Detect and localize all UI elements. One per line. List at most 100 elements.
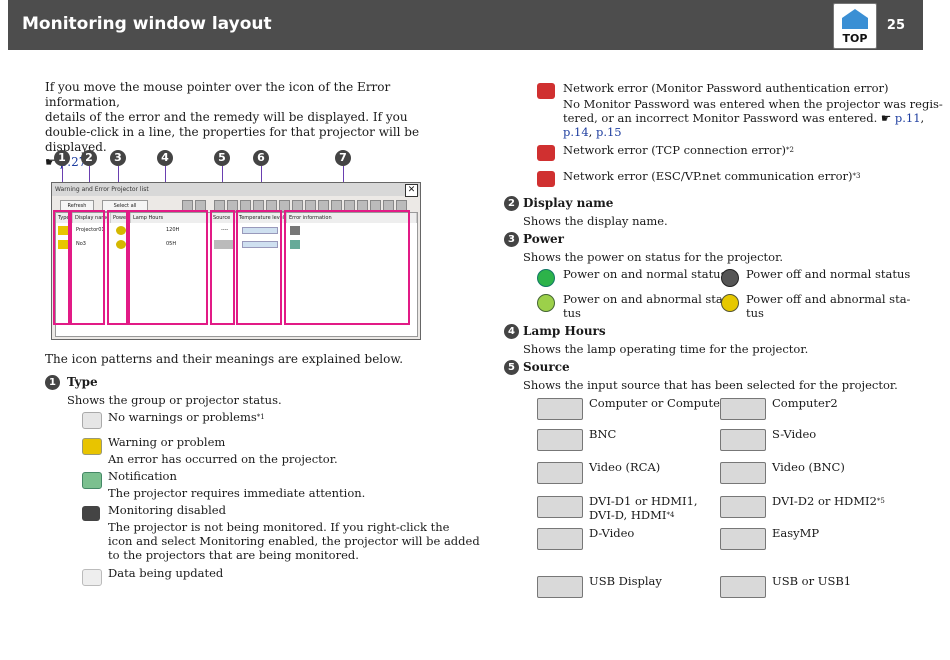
type-item: No warnings or problems*1 bbox=[108, 410, 265, 424]
net-error-desc: No Monitor Password was entered when the… bbox=[563, 97, 943, 111]
section-title: Display name bbox=[523, 196, 614, 210]
error-icon bbox=[290, 240, 300, 249]
password-error-icon bbox=[537, 83, 555, 99]
window-title: Warning and Error Projector list bbox=[52, 183, 420, 196]
section-desc: Shows the power on status for the projec… bbox=[523, 250, 783, 264]
home-icon bbox=[842, 9, 868, 29]
computer2-icon bbox=[720, 398, 766, 420]
type-item: Notification bbox=[108, 469, 177, 483]
usb-display-icon bbox=[537, 576, 583, 598]
video-bnc-icon bbox=[720, 462, 766, 484]
source-item: Video (BNC) bbox=[772, 460, 845, 474]
warning-icon bbox=[58, 240, 68, 249]
net-error-label: Network error (Monitor Password authenti… bbox=[563, 81, 889, 95]
section-title: Source bbox=[523, 360, 570, 374]
callout-7: 7 bbox=[335, 150, 351, 166]
source-item: D-Video bbox=[589, 526, 635, 540]
type-item: Warning or problem bbox=[108, 435, 226, 449]
page-number: 25 bbox=[886, 18, 905, 33]
column-header: Temperature level bbox=[237, 213, 287, 223]
column-header: Display name bbox=[73, 213, 111, 223]
source-item: USB Display bbox=[589, 574, 662, 588]
callout-2: 2 bbox=[81, 150, 97, 166]
power-off-normal-icon bbox=[721, 269, 739, 287]
section-number: 2 bbox=[504, 196, 519, 211]
source-item: USB or USB1 bbox=[772, 574, 852, 588]
source-item: DVI-D2 or HDMI2*5 bbox=[772, 494, 885, 508]
easymp-icon bbox=[720, 528, 766, 550]
type-item-desc: to the projectors that are being monitor… bbox=[108, 548, 359, 562]
source-item: Video (RCA) bbox=[589, 460, 661, 474]
section-title: Lamp Hours bbox=[523, 324, 606, 338]
page-link[interactable]: p.14 bbox=[563, 125, 589, 139]
source-item: DVI-D1 or HDMI1, bbox=[589, 494, 698, 508]
section-number: 4 bbox=[504, 324, 519, 339]
row-name: Projector01 bbox=[76, 227, 105, 233]
source-item: S-Video bbox=[772, 427, 817, 441]
callout-box-lamp bbox=[128, 210, 208, 325]
source-item: DVI-D, HDMI*4 bbox=[589, 508, 675, 522]
power-item: Power off and normal status bbox=[746, 267, 911, 281]
top-button[interactable]: TOP bbox=[833, 3, 877, 49]
row-source: ---- bbox=[221, 227, 229, 233]
d-video-icon bbox=[537, 528, 583, 550]
callout-box-type bbox=[53, 210, 70, 325]
callout-3: 3 bbox=[110, 150, 126, 166]
page-link[interactable]: p.11 bbox=[894, 111, 921, 125]
warning-icon bbox=[82, 438, 102, 455]
column-header: Power bbox=[111, 213, 131, 223]
type-item: Monitoring disabled bbox=[108, 503, 226, 517]
warning-icon bbox=[58, 226, 68, 235]
type-item-desc: An error has occurred on the projector. bbox=[108, 452, 338, 466]
power-item: Power off and abnormal sta- bbox=[746, 292, 911, 306]
computer1-icon bbox=[537, 398, 583, 420]
power-off-abnormal-icon bbox=[721, 294, 739, 312]
s-video-icon bbox=[720, 429, 766, 451]
type-item: Data being updated bbox=[108, 566, 224, 580]
source-item: EasyMP bbox=[772, 526, 820, 540]
top-label: TOP bbox=[842, 32, 868, 45]
section-number: 5 bbox=[504, 360, 519, 375]
callout-box-error bbox=[284, 210, 410, 325]
page-header: Monitoring window layout TOP 25 bbox=[8, 0, 923, 50]
section-desc: Shows the input source that has been sel… bbox=[523, 378, 898, 392]
section-desc: Shows the display name. bbox=[523, 214, 668, 228]
usb-icon bbox=[720, 576, 766, 598]
explain-text: The icon patterns and their meanings are… bbox=[45, 352, 404, 366]
notification-icon bbox=[82, 472, 102, 489]
dvi-hdmi1-icon bbox=[537, 496, 583, 518]
section-title: Type bbox=[67, 375, 98, 389]
ref-arrow-icon: ☛ bbox=[880, 111, 892, 125]
column-header: Error information bbox=[287, 213, 417, 223]
row-lamp: 05H bbox=[166, 241, 177, 247]
net-error-label: Network error (TCP connection error)*2 bbox=[563, 143, 794, 157]
type-item-desc: icon and select Monitoring enabled, the … bbox=[108, 534, 480, 548]
bnc-icon bbox=[537, 429, 583, 451]
source-item: BNC bbox=[589, 427, 617, 441]
intro-line: If you move the mouse pointer over the i… bbox=[45, 80, 391, 109]
intro-line: double-click in a line, the properties f… bbox=[45, 125, 420, 154]
power-item: Power on and abnormal sta- bbox=[563, 292, 727, 306]
callout-1: 1 bbox=[54, 150, 70, 166]
source-icon bbox=[214, 240, 234, 249]
section-number: 3 bbox=[504, 232, 519, 247]
power-item: Power on and normal status bbox=[563, 267, 727, 281]
intro-paragraph: If you move the mouse pointer over the i… bbox=[45, 80, 453, 170]
net-error-desc: p.14, p.15 bbox=[563, 125, 622, 139]
source-item: Computer or Computer1 bbox=[589, 396, 733, 410]
page-link[interactable]: p.15 bbox=[595, 125, 622, 139]
power-on-normal-icon bbox=[537, 269, 555, 287]
callout-box-name bbox=[70, 210, 105, 325]
callout-5: 5 bbox=[214, 150, 230, 166]
source-item: Computer2 bbox=[772, 396, 838, 410]
callout-box-temperature bbox=[236, 210, 282, 325]
type-item-desc: The projector is not being monitored. If… bbox=[108, 520, 450, 534]
net-error-label: Network error (ESC/VP.net communication … bbox=[563, 169, 861, 183]
type-item-desc: The projector requires immediate attenti… bbox=[108, 486, 366, 500]
power-on-abnormal-icon bbox=[537, 294, 555, 312]
section-title: Power bbox=[523, 232, 564, 246]
power-icon bbox=[116, 240, 126, 249]
row-lamp: 120H bbox=[166, 227, 180, 233]
tcp-error-icon bbox=[537, 145, 555, 161]
section-number: 1 bbox=[45, 375, 60, 390]
